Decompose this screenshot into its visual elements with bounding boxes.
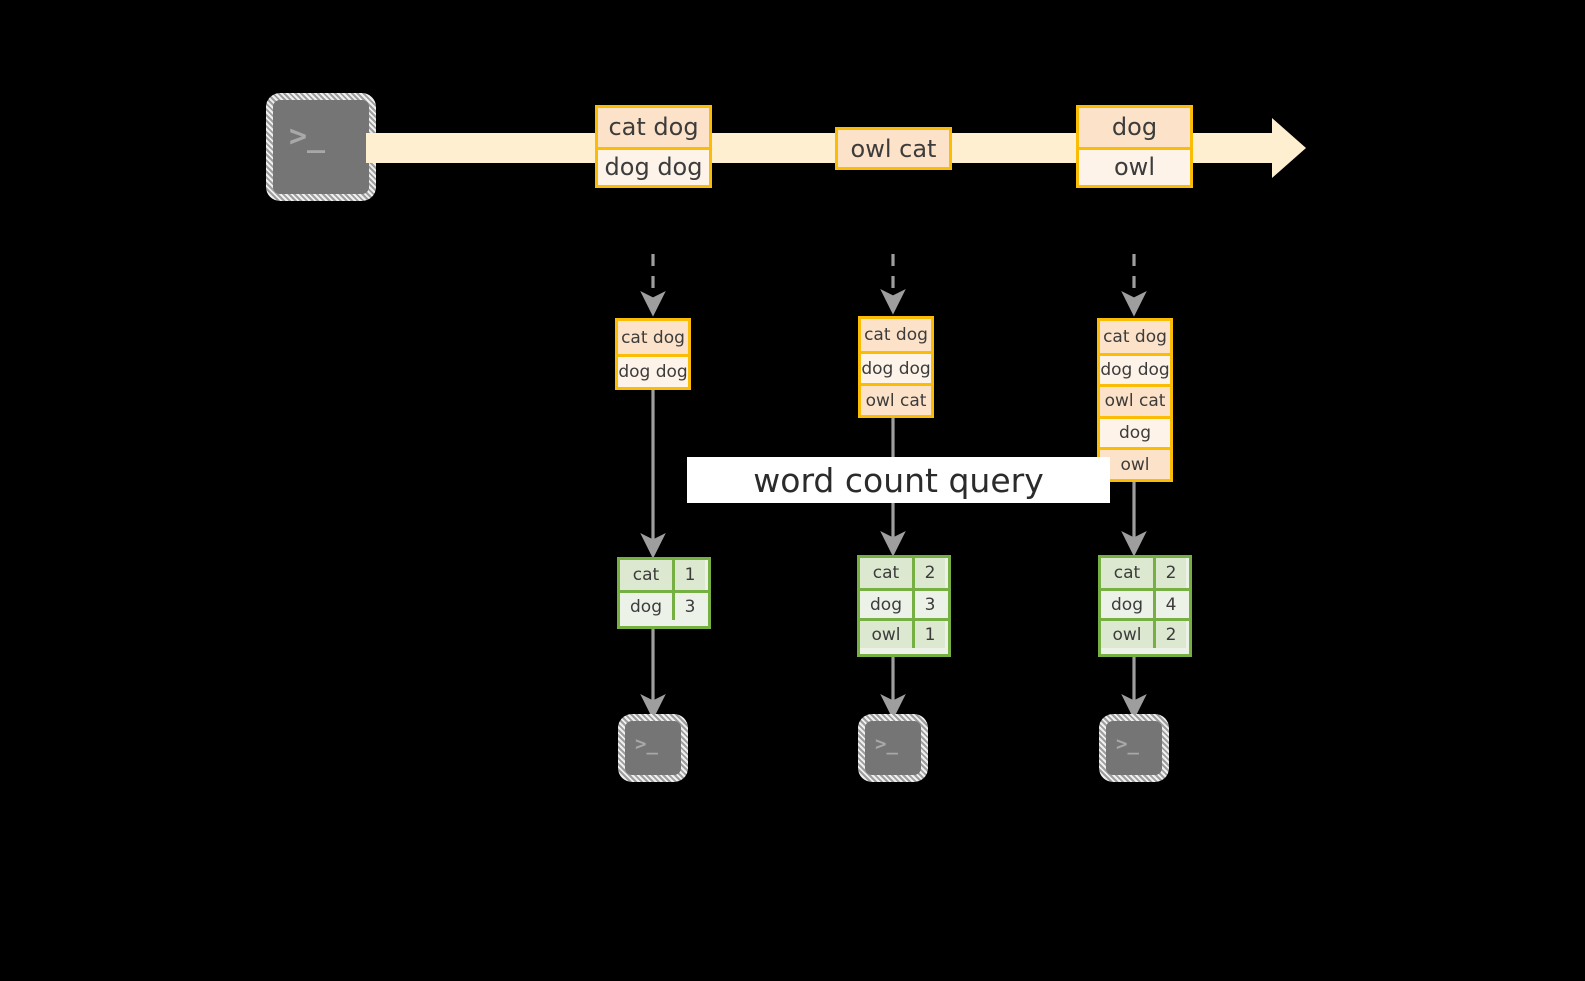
table-row: owl 2: [1101, 618, 1189, 648]
word-cell: dog: [1101, 591, 1153, 618]
accumulated-event-row: dog: [1100, 415, 1170, 448]
stream-event-line: owl cat: [838, 130, 949, 167]
stream-event-line: cat dog: [598, 108, 709, 147]
count-cell: 2: [912, 558, 945, 588]
word-cell: dog: [860, 591, 912, 618]
table-row: dog 3: [620, 590, 708, 620]
accumulated-event-row: dog dog: [861, 351, 931, 383]
accumulated-events-box[interactable]: cat dog dog dog: [615, 318, 691, 390]
word-cell: cat: [860, 558, 912, 588]
accumulated-event-row: owl: [1100, 447, 1170, 479]
stream-event-box[interactable]: cat dog dog dog: [595, 105, 712, 188]
count-cell: 4: [1153, 591, 1186, 618]
table-row: cat 1: [620, 560, 708, 590]
terminal-prompt-glyph: >_: [1116, 733, 1139, 755]
accumulated-event-row: cat dog: [618, 321, 688, 354]
table-row: cat 2: [1101, 558, 1189, 588]
stream-event-line: dog: [1079, 108, 1190, 147]
word-count-table[interactable]: cat 2 dog 3 owl 1: [857, 555, 951, 657]
count-cell: 1: [912, 621, 945, 648]
accumulated-events-box[interactable]: cat dog dog dog owl cat dog owl: [1097, 318, 1173, 482]
word-cell: owl: [1101, 621, 1153, 648]
count-cell: 2: [1153, 621, 1186, 648]
table-row: dog 4: [1101, 588, 1189, 618]
terminal-screen: >_: [273, 100, 369, 194]
count-cell: 2: [1153, 558, 1186, 588]
accumulated-event-row: dog dog: [1100, 352, 1170, 385]
stream-event-line: owl: [1079, 146, 1190, 185]
terminal-prompt-glyph: >_: [289, 119, 326, 154]
terminal-screen: >_: [625, 721, 681, 775]
query-banner: word count query: [687, 457, 1110, 503]
table-row: cat 2: [860, 558, 948, 588]
source-terminal-icon[interactable]: >_: [266, 93, 376, 201]
accumulated-event-row: dog dog: [618, 354, 688, 387]
terminal-screen: >_: [865, 721, 921, 775]
table-row: dog 3: [860, 588, 948, 618]
word-count-table[interactable]: cat 2 dog 4 owl 2: [1098, 555, 1192, 657]
accumulated-event-row: owl cat: [1100, 384, 1170, 416]
accumulated-event-row: owl cat: [861, 383, 931, 415]
stream-event-line: dog dog: [598, 146, 709, 185]
terminal-prompt-glyph: >_: [875, 733, 898, 755]
accumulated-event-row: cat dog: [1100, 321, 1170, 353]
sink-terminal-icon[interactable]: >_: [858, 714, 928, 782]
word-count-table[interactable]: cat 1 dog 3: [617, 557, 711, 629]
stream-event-box[interactable]: dog owl: [1076, 105, 1193, 188]
count-cell: 3: [672, 593, 705, 620]
table-row: owl 1: [860, 618, 948, 648]
terminal-prompt-glyph: >_: [635, 733, 658, 755]
terminal-screen: >_: [1106, 721, 1162, 775]
word-cell: dog: [620, 593, 672, 620]
sink-terminal-icon[interactable]: >_: [1099, 714, 1169, 782]
word-cell: cat: [1101, 558, 1153, 588]
count-cell: 3: [912, 591, 945, 618]
event-stream-arrowhead: [1272, 118, 1306, 178]
count-cell: 1: [672, 560, 705, 590]
query-banner-label: word count query: [753, 460, 1044, 500]
sink-terminal-icon[interactable]: >_: [618, 714, 688, 782]
accumulated-event-row: cat dog: [861, 319, 931, 351]
stream-event-box[interactable]: owl cat: [835, 127, 952, 170]
word-cell: owl: [860, 621, 912, 648]
accumulated-events-box[interactable]: cat dog dog dog owl cat: [858, 316, 934, 418]
word-cell: cat: [620, 560, 672, 590]
